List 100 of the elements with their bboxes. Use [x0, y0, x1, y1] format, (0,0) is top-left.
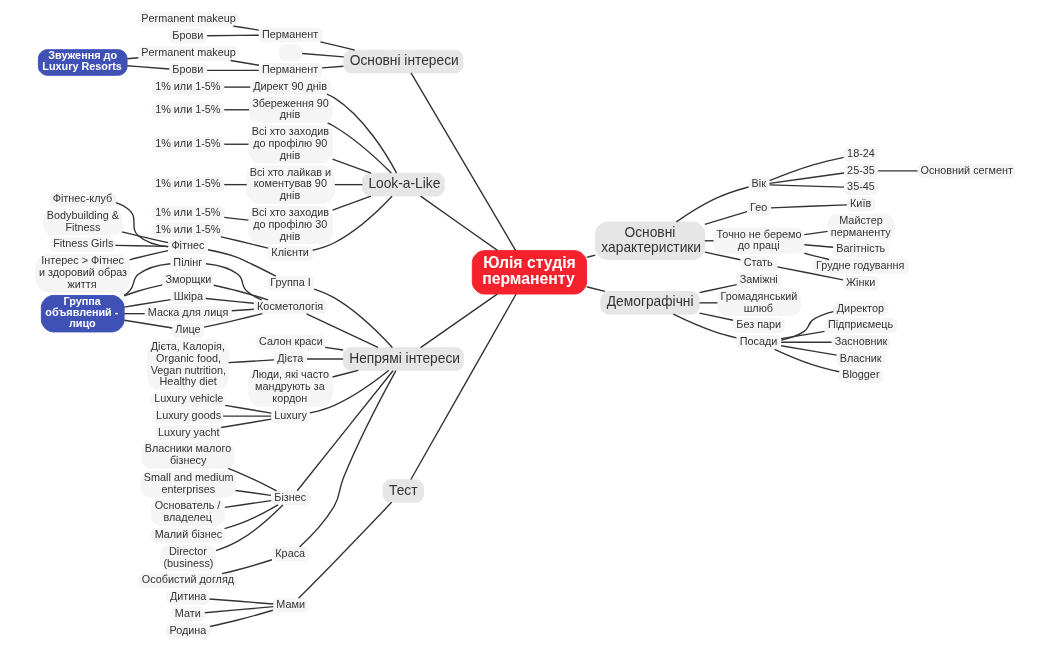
- node-box: Салон краси: [255, 334, 326, 350]
- connector: [331, 369, 359, 378]
- node-box: Юлія студія перманенту: [471, 250, 587, 295]
- connector: [223, 86, 251, 88]
- node-box: Косметологія: [253, 299, 327, 315]
- connector: [229, 59, 260, 66]
- connector: [296, 370, 394, 492]
- node-box: Всі хто заходив до профілю 90 днів: [247, 125, 333, 164]
- node-box: Luxury yacht: [154, 425, 222, 441]
- connector: [123, 298, 171, 308]
- connector: [297, 501, 392, 599]
- node-box: Краса: [271, 546, 309, 562]
- connector: [585, 254, 596, 259]
- node-box: Посади: [735, 334, 782, 350]
- connector: [585, 286, 606, 293]
- node-box: Точно не беремо до праці: [712, 227, 805, 255]
- connector: [675, 186, 749, 223]
- connector: [803, 252, 830, 261]
- node-box: 1% или 1-5%: [151, 177, 225, 193]
- connector: [120, 231, 169, 244]
- connector: [208, 609, 274, 628]
- node-box: Permanent makeup: [137, 11, 238, 27]
- node-box: Luxury goods: [152, 408, 224, 424]
- connector: [780, 310, 834, 341]
- node-box: Пілінг: [169, 256, 206, 271]
- connector: [326, 122, 392, 174]
- node-box: Дитина: [165, 589, 210, 605]
- connector: [319, 41, 355, 51]
- connector: [204, 297, 254, 304]
- connector: [773, 348, 840, 373]
- node-box: 18-24: [843, 146, 878, 162]
- connector: [203, 606, 274, 614]
- node-box: Власники малого бізнесу: [140, 442, 235, 469]
- connector: [223, 109, 250, 111]
- node-box: Группа объявлений - лицо: [40, 294, 125, 333]
- node-box: 1% или 1-5%: [151, 136, 225, 152]
- node-box: Інтерес > Фітнес и здоровий образ життя: [34, 254, 130, 293]
- connector: [204, 263, 262, 301]
- node-box: Брови: [168, 62, 207, 78]
- connector: [779, 341, 832, 343]
- connector: [223, 143, 249, 145]
- connector: [776, 266, 844, 281]
- node-box: Всі хто заходив до профілю 30 днів: [247, 205, 333, 245]
- connector: [803, 244, 834, 248]
- node-box: Фітнес: [167, 239, 208, 255]
- connector: [419, 293, 498, 349]
- node-box: Группа I: [266, 275, 314, 291]
- connector: [223, 404, 272, 414]
- node-box: Директор: [832, 301, 888, 317]
- connector: [325, 93, 397, 174]
- connector: [126, 57, 139, 60]
- connector: [703, 210, 748, 226]
- node-box: Громадянський шлюб: [716, 289, 801, 317]
- node-box: Засновник: [830, 334, 890, 350]
- connector: [308, 369, 389, 414]
- connector: [232, 25, 259, 31]
- node-box: Малий бізнес: [150, 527, 225, 543]
- connector: [212, 284, 269, 301]
- node-box: Фітнес-клуб: [48, 192, 116, 207]
- connector: [803, 230, 828, 236]
- connector: [331, 158, 372, 174]
- node-box: Київ: [846, 196, 875, 212]
- connector: [202, 313, 263, 328]
- connector: [205, 69, 259, 72]
- connector: [223, 183, 247, 186]
- connector: [305, 358, 344, 360]
- node-box: Звуження до Luxury Resorts: [37, 49, 128, 76]
- connector: [223, 504, 279, 530]
- node-box: Small and medium enterprises: [139, 470, 236, 498]
- node-box: Грудне годування: [812, 259, 909, 274]
- node-box: Люди, які часто мандрують за кордон: [247, 368, 333, 407]
- node-box: Вагітність: [832, 242, 889, 258]
- node-box: Look-a-Like: [361, 172, 445, 197]
- node-box: Шкіра: [169, 289, 206, 305]
- connector: [234, 489, 272, 496]
- node-box: 1% или 1-5%: [151, 222, 225, 238]
- node-box: Клієнти: [267, 246, 313, 261]
- connector: [409, 293, 517, 481]
- node-box: Blogger: [838, 368, 883, 384]
- node-box: Основний сегмент: [916, 163, 1016, 179]
- node-box: Тест: [382, 479, 424, 503]
- node-box: 1% или 1-5%: [151, 205, 225, 221]
- connector: [223, 499, 272, 509]
- node-box: Стать: [739, 256, 778, 271]
- node-box: Перманент: [258, 62, 323, 78]
- connector: [312, 288, 393, 349]
- node-box: [278, 44, 302, 61]
- connector: [223, 216, 249, 221]
- node-box: Перманент: [258, 27, 323, 43]
- connector: [305, 313, 379, 349]
- connector: [698, 284, 737, 294]
- node-box: Підприємець: [823, 318, 897, 333]
- node-box: Luxury vehicle: [150, 391, 226, 407]
- connector: [123, 313, 145, 315]
- node-box: Fitness Girls: [49, 237, 116, 253]
- node-box: Особистий догляд: [137, 573, 238, 588]
- node-box: 1% или 1-5%: [151, 79, 225, 95]
- connector: [230, 308, 255, 312]
- connector: [128, 249, 169, 261]
- connector: [769, 204, 848, 209]
